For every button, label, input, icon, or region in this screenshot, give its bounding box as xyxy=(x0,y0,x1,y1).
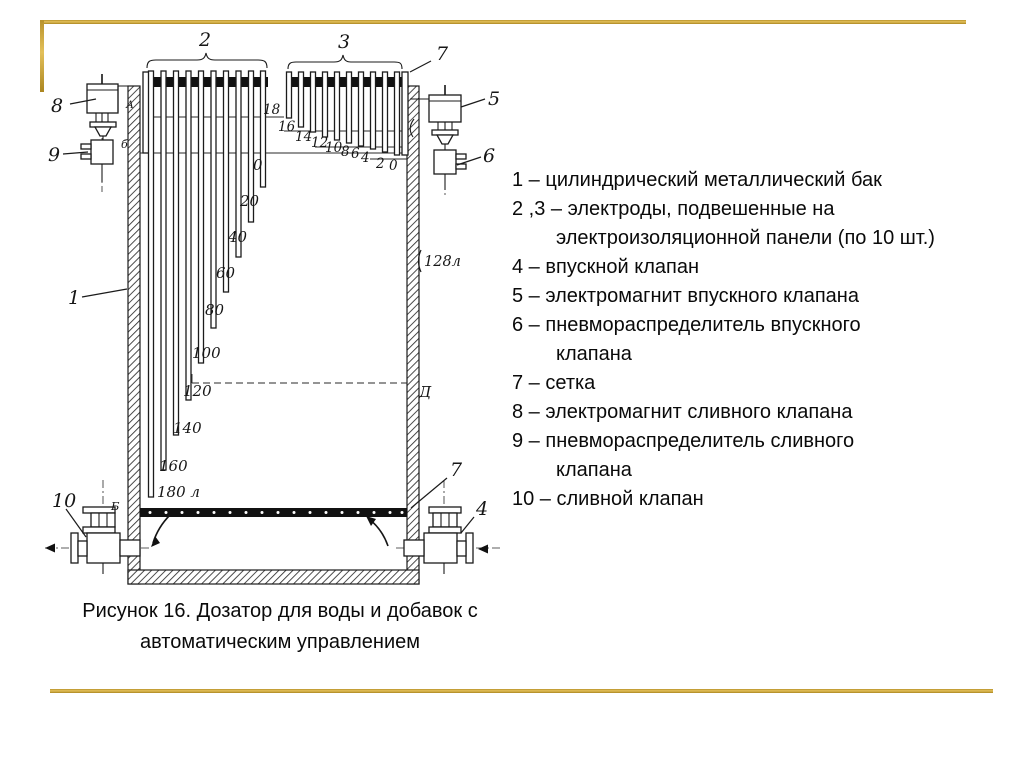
legend: 1 – цилиндрический металлический бак 2 ,… xyxy=(512,166,982,514)
coarse-volume-scale: 0 20 40 60 80 100 120 140 160 180 л xyxy=(157,156,263,501)
svg-text:60: 60 xyxy=(216,264,236,282)
svg-text:0: 0 xyxy=(253,156,263,174)
leader-lines xyxy=(62,60,486,538)
inlet-solenoid-assembly xyxy=(409,85,467,195)
svg-text:180 л: 180 л xyxy=(157,483,200,501)
fine-volume-scale: 18 16 14 12 10 8 6 4 2 0 xyxy=(263,102,398,174)
callout-4: 4 xyxy=(475,498,488,520)
svg-text:2: 2 xyxy=(375,156,385,172)
svg-text:14: 14 xyxy=(295,129,312,145)
callout-1: 1 xyxy=(68,287,80,309)
letter-a: А xyxy=(125,99,134,111)
svg-text:120: 120 xyxy=(183,382,212,400)
svg-text:8: 8 xyxy=(341,144,350,160)
svg-text:18: 18 xyxy=(263,102,281,118)
legend-item-1: 1 – цилиндрический металлический бак xyxy=(512,169,882,191)
drain-solenoid-assembly xyxy=(80,74,132,192)
electrode-group-right xyxy=(285,71,401,156)
legend-item-4: 4 – впускной клапан xyxy=(512,256,700,278)
wall-volume-label: 128л xyxy=(424,254,461,270)
letter-b-small: б xyxy=(121,138,128,151)
inlet-flow-arrow xyxy=(478,544,488,554)
svg-text:160: 160 xyxy=(159,457,188,475)
accent-line-corner xyxy=(40,20,44,92)
callout-3: 3 xyxy=(338,31,350,53)
svg-text:40: 40 xyxy=(227,228,248,246)
svg-text:6: 6 xyxy=(351,146,360,162)
callout-7-top: 7 xyxy=(436,43,449,65)
legend-item-5: 5 – электромагнит впускного клапана xyxy=(512,285,859,307)
legend-item-2-3: 2 ,3 – электроды, подвешенные на электро… xyxy=(512,198,935,249)
callout-8: 8 xyxy=(51,95,63,117)
legend-item-6: 6 – пневмораспределитель впускного клапа… xyxy=(512,314,861,365)
letter-d: Д xyxy=(418,383,432,401)
tank-walls xyxy=(127,85,420,585)
callout-9: 9 xyxy=(48,144,60,166)
flow-arrows xyxy=(151,514,389,547)
svg-text:10: 10 xyxy=(325,140,343,156)
callout-5: 5 xyxy=(488,88,500,110)
svg-text:20: 20 xyxy=(239,192,260,210)
svg-text:16: 16 xyxy=(278,119,296,135)
svg-text:80: 80 xyxy=(205,301,225,319)
callout-2: 2 xyxy=(198,29,211,51)
drain-valve-assembly xyxy=(45,480,152,576)
callout-7-bottom: 7 xyxy=(450,459,463,481)
svg-text:0: 0 xyxy=(389,158,398,174)
electrode-group-left xyxy=(147,70,267,498)
legend-item-7: 7 – сетка xyxy=(512,372,596,394)
svg-text:100: 100 xyxy=(192,344,221,362)
letter-b: Б xyxy=(110,499,120,513)
svg-text:4: 4 xyxy=(360,150,370,166)
bottom-mesh xyxy=(140,508,407,517)
svg-text:12: 12 xyxy=(311,135,328,151)
inlet-valve-assembly xyxy=(396,480,503,576)
accent-line-top xyxy=(40,20,966,24)
callout-6: 6 xyxy=(483,145,495,167)
legend-item-10: 10 – сливной клапан xyxy=(512,488,704,510)
svg-text:140: 140 xyxy=(173,419,202,437)
legend-item-8: 8 – электромагнит сливного клапана xyxy=(512,401,853,423)
figure-diagram: 1 2 3 4 5 6 7 7 8 9 10 0 20 40 60 80 100… xyxy=(45,29,503,585)
group-braces xyxy=(146,52,403,70)
figure-caption: Рисунок 16. Дозатор для воды и добавок с… xyxy=(82,600,478,653)
accent-line-bottom xyxy=(50,689,993,693)
drain-flow-arrow xyxy=(45,543,55,553)
legend-item-9: 9 – пневмораспределитель сливного клапан… xyxy=(512,430,855,481)
callout-10: 10 xyxy=(52,490,76,512)
